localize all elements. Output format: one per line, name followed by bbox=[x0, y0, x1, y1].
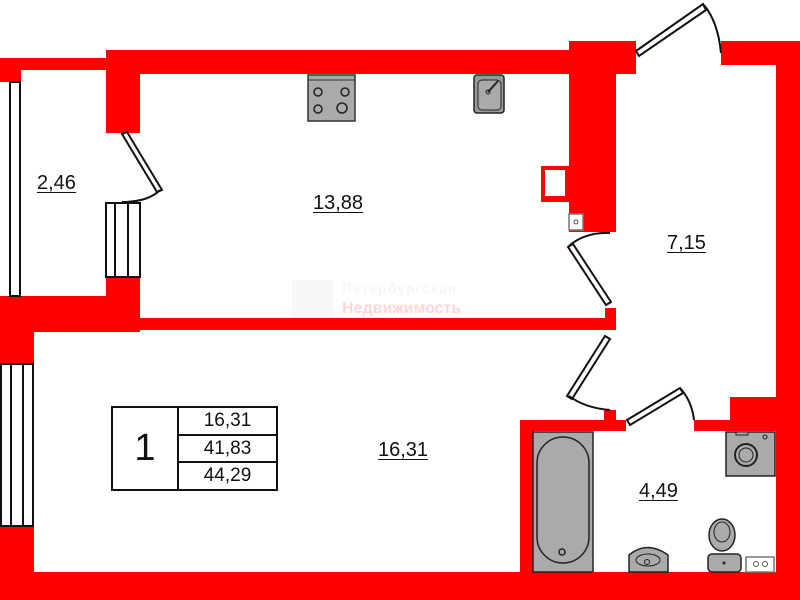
watermark-line2: Недвижимость bbox=[342, 300, 462, 317]
bathtub-icon bbox=[532, 431, 594, 573]
area-label-loggia: 2,46 bbox=[37, 172, 76, 194]
apartment-summary-table: 1 16,31 41,83 44,29 bbox=[111, 406, 278, 491]
stove-icon bbox=[307, 74, 356, 122]
vent-icon bbox=[568, 213, 584, 231]
area-label-bathroom: 4,49 bbox=[639, 480, 678, 502]
toilet-icon bbox=[707, 518, 742, 573]
total-with-loggia-value: 44,29 bbox=[203, 465, 252, 487]
windows bbox=[0, 81, 141, 527]
watermark-logo-icon bbox=[292, 280, 334, 318]
washing-machine-icon bbox=[725, 431, 776, 477]
wash-basin-icon bbox=[628, 546, 669, 573]
area-label-hallway: 7,15 bbox=[667, 232, 706, 254]
watermark-line1: Петербургская bbox=[342, 280, 457, 296]
socket-icon bbox=[745, 556, 775, 573]
living-area-value: 16,31 bbox=[179, 408, 276, 436]
room-count: 1 bbox=[113, 408, 179, 489]
area-label-kitchen: 13,88 bbox=[313, 192, 364, 214]
total-area-value: 41,83 bbox=[179, 436, 276, 464]
area-label-living-room: 16,31 bbox=[378, 439, 429, 461]
walls bbox=[0, 41, 800, 600]
watermark: Петербургская Недвижимость bbox=[292, 276, 512, 320]
doors bbox=[120, 2, 722, 427]
niche-icon bbox=[545, 170, 565, 196]
kitchen-sink-icon bbox=[473, 74, 505, 114]
